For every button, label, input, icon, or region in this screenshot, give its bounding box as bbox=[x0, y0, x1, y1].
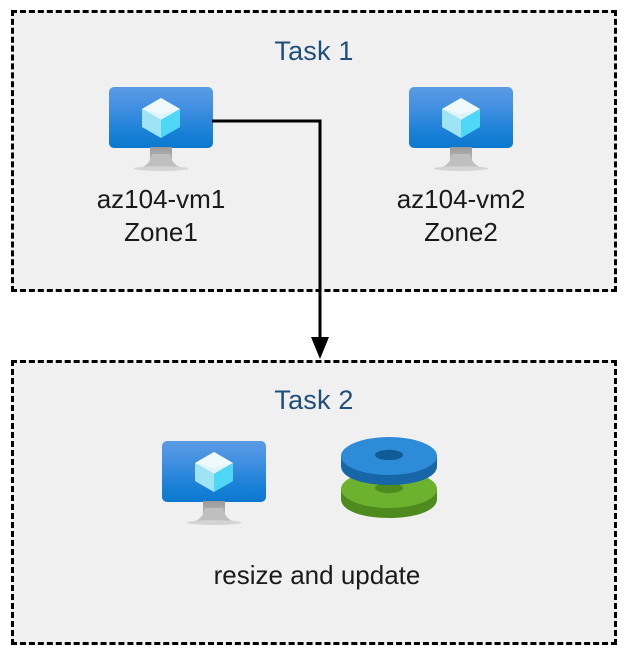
vm-screen bbox=[109, 87, 213, 148]
azure-virtual-machine-icon bbox=[162, 441, 266, 525]
vm-screen bbox=[409, 87, 513, 148]
cube-glyph bbox=[442, 98, 480, 138]
task-2-title: Task 2 bbox=[274, 385, 354, 415]
task-1-title: Task 1 bbox=[274, 36, 354, 66]
node-caption-az104-vm1: az104-vm1 Zone1 bbox=[96, 184, 226, 247]
azure-managed-disks-icon bbox=[341, 437, 437, 518]
vm-screen bbox=[162, 441, 266, 502]
vm-stand-base bbox=[187, 508, 241, 525]
task-2-caption: resize and update bbox=[213, 560, 421, 590]
cube-glyph bbox=[142, 98, 180, 138]
azure-virtual-machine-icon bbox=[109, 87, 213, 171]
cube-glyph bbox=[195, 452, 233, 492]
down-arrow-icon bbox=[311, 337, 329, 359]
node-caption-az104-vm2: az104-vm2 Zone2 bbox=[396, 184, 526, 247]
task-1-container: Task 1 az104-vm1 Zone1 bbox=[11, 10, 617, 292]
node-az104-vm1[interactable]: az104-vm1 Zone1 bbox=[97, 87, 225, 247]
node-az104-vm2[interactable]: az104-vm2 Zone2 bbox=[397, 87, 525, 247]
task-2-container: Task 2 bbox=[11, 360, 617, 645]
vm-stand-base bbox=[134, 154, 188, 171]
node-task2-vm[interactable] bbox=[162, 441, 266, 525]
azure-virtual-machine-icon bbox=[409, 87, 513, 171]
node-task2-disks[interactable] bbox=[337, 437, 441, 528]
vm-stand-base bbox=[434, 154, 488, 171]
